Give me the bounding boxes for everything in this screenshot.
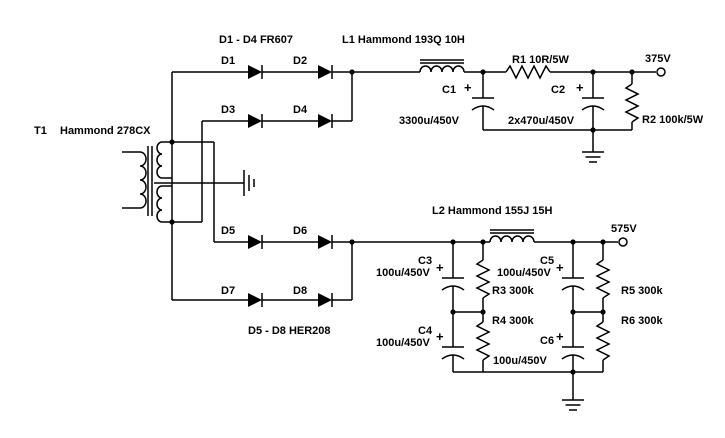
label-r2: R2 100k/5W	[642, 114, 704, 126]
label-d8: D8	[293, 285, 307, 297]
inductor-l1	[419, 59, 465, 73]
resistor-r1	[505, 64, 551, 80]
junction-dot	[600, 309, 606, 315]
junction-dot	[629, 69, 635, 75]
transformer-primary-winding	[122, 151, 147, 209]
label-r5: R5 300k	[621, 285, 663, 297]
capacitor-c1	[471, 72, 495, 130]
label-r6: R6 300k	[621, 315, 663, 327]
diode-d6	[318, 235, 352, 249]
capacitor-c2	[581, 72, 605, 130]
capacitor-c5	[561, 242, 585, 312]
label-d3: D3	[221, 104, 235, 116]
diode-d1	[248, 65, 318, 79]
junction-dot	[480, 309, 486, 315]
label-c4-value: 100u/450V	[376, 337, 430, 349]
diode-d4	[318, 114, 352, 128]
chassis-ground-icon	[243, 170, 255, 196]
output-terminal-575v	[618, 237, 628, 247]
label-c6-value: 100u/450V	[493, 355, 547, 367]
polarity-plus-c2: +	[576, 80, 584, 95]
label-c3-value: 100u/450V	[376, 267, 430, 279]
label-c2: C2	[551, 84, 565, 96]
label-d1: D1	[221, 55, 235, 67]
label-r4: R4 300k	[492, 315, 534, 327]
label-c1-value: 3300u/450V	[399, 115, 460, 127]
label-r1: R1 10R/5W	[512, 54, 569, 66]
ground-icon	[582, 130, 604, 163]
resistor-r3	[475, 242, 491, 312]
label-c5-value: 100u/450V	[497, 267, 551, 279]
label-d-upper-part: D1 - D4 FR607	[219, 34, 293, 46]
label-c5: C5	[540, 255, 554, 267]
label-voltage-575: 575V	[611, 223, 637, 235]
label-t1-part: Hammond 278CX	[60, 125, 151, 137]
label-d2: D2	[293, 55, 307, 67]
capacitor-c6	[561, 312, 585, 372]
polarity-plus-c6: +	[556, 329, 564, 344]
polarity-plus-c5: +	[556, 260, 564, 275]
polarity-plus-c4: +	[436, 329, 444, 344]
output-terminal-375v	[656, 67, 666, 77]
label-voltage-375: 375V	[645, 53, 671, 65]
diode-d2	[318, 65, 352, 79]
label-c6: C6	[540, 335, 554, 347]
polarity-plus-c1: +	[464, 80, 472, 95]
junction-dot	[590, 69, 596, 75]
junction-dot	[570, 309, 576, 315]
capacitor-c3	[441, 242, 465, 312]
transformer-secondary-winding-lower	[156, 185, 172, 223]
ground-icon	[562, 372, 584, 411]
inductor-l2	[489, 229, 535, 243]
transformer-t1	[122, 141, 172, 223]
label-c4: C4	[418, 325, 433, 337]
diode-d3	[248, 114, 318, 128]
label-t1: T1	[34, 125, 47, 137]
label-d6: D6	[293, 225, 307, 237]
label-r3: R3 300k	[492, 285, 534, 297]
resistor-r4	[475, 312, 491, 372]
label-c2-value: 2x470u/450V	[508, 115, 575, 127]
diode-d7	[248, 293, 318, 307]
label-c3: C3	[418, 255, 432, 267]
transformer-secondary-winding-upper	[156, 141, 172, 179]
junction-dot	[450, 309, 456, 315]
resistor-r6	[595, 312, 611, 372]
diode-d5	[248, 235, 318, 249]
label-l1: L1 Hammond 193Q 10H	[342, 34, 465, 46]
label-l2: L2 Hammond 155J 15H	[432, 205, 552, 217]
label-c1: C1	[442, 84, 456, 96]
secondary-wiring	[171, 71, 248, 301]
resistor-r2	[624, 72, 640, 130]
polarity-plus-c3: +	[436, 260, 444, 275]
label-d4: D4	[293, 104, 308, 116]
junction-dot	[169, 219, 175, 225]
capacitor-c4	[441, 312, 465, 372]
junction-dot	[480, 69, 486, 75]
label-d7: D7	[221, 285, 235, 297]
junction-dot	[169, 139, 175, 145]
label-d5: D5	[221, 225, 235, 237]
diode-d8	[318, 293, 352, 307]
resistor-r5	[595, 242, 611, 312]
label-d-lower-part: D5 - D8 HER208	[248, 325, 331, 337]
